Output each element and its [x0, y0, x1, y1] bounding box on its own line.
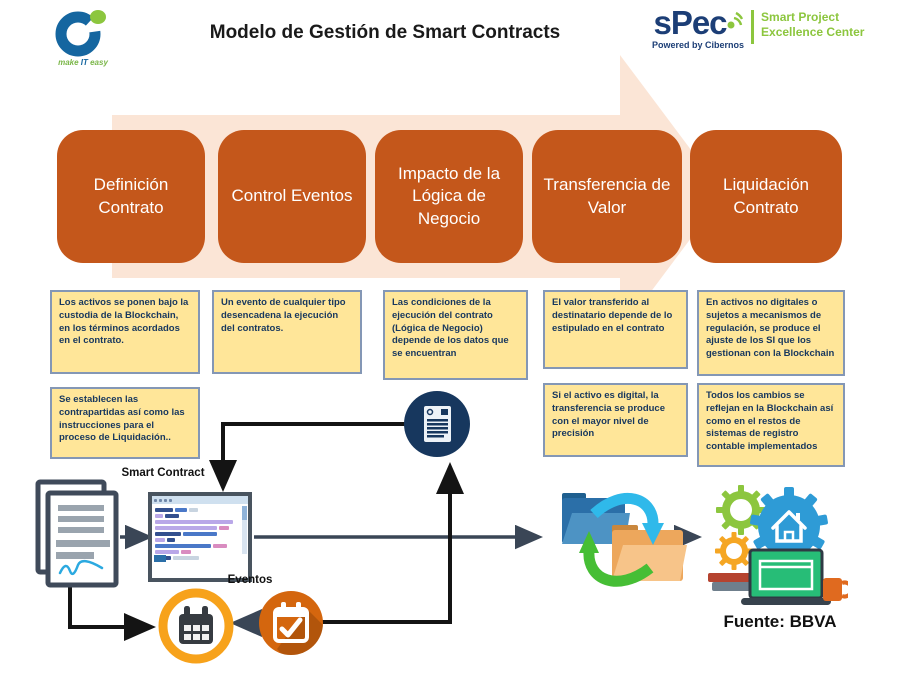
orange-gear: [715, 532, 753, 570]
cibernos-c-logo: make IT easy: [38, 6, 128, 67]
spec-tagline: Smart Project Excellence Center: [761, 10, 865, 39]
spec-divider: [751, 10, 755, 44]
c-logo-icon: [55, 6, 120, 57]
code-window-titlebar: [152, 496, 248, 504]
signal-dot-icon: [727, 11, 743, 29]
calendar-check-icon: [259, 591, 323, 655]
note-r1-logica: Las condiciones de la ejecución del cont…: [383, 290, 528, 380]
coffee-cup: [823, 578, 848, 601]
note-r2-liquidacion: Todos los cambios se reflejan en la Bloc…: [697, 383, 845, 467]
left-logo-tagline: make IT easy: [58, 58, 108, 67]
stage-definicion-contrato: Definición Contrato: [57, 130, 205, 263]
document-stack-icon: [35, 479, 119, 588]
fuente-bbva-label: Fuente: BBVA: [723, 612, 837, 631]
gears-laptop-icon: [708, 485, 848, 605]
eventos-label: Eventos: [227, 574, 273, 586]
folder-sync-icon: [562, 492, 687, 587]
stage-impacto-logica: Impacto de la Lógica de Negocio: [375, 130, 523, 263]
calendar-ring-icon: [158, 588, 234, 664]
stage-liquidacion-contrato: Liquidación Contrato: [690, 130, 842, 263]
note-r1-eventos: Un evento de cualquier tipo desencadena …: [212, 290, 362, 374]
spec-logo: sPec Powered by Cibernos Smart Project E…: [652, 4, 865, 50]
document-circle-icon: [404, 391, 470, 457]
green-gear: [716, 485, 766, 535]
stage-control-eventos: Control Eventos: [218, 130, 366, 263]
stage-transferencia-valor: Transferencia de Valor: [532, 130, 682, 263]
spec-powered-text: Powered by Cibernos: [652, 40, 745, 50]
laptop: [741, 548, 831, 605]
note-r2-definicion: Se establecen las contrapartidas así com…: [50, 387, 200, 459]
page-title: Modelo de Gestión de Smart Contracts: [209, 22, 561, 43]
smart-contract-label: Smart Contract: [121, 467, 205, 479]
code-window-scrollbar: [242, 506, 247, 554]
code-window-icon: [148, 492, 252, 582]
spec-wordmark: sPec: [653, 4, 727, 41]
note-r1-liquidacion: En activos no digitales o sujetos a meca…: [697, 290, 845, 376]
note-r1-definicion: Los activos se ponen bajo la custodia de…: [50, 290, 200, 374]
note-r1-transferencia: El valor transferido al destinatario dep…: [543, 290, 688, 369]
code-window-body: [152, 504, 248, 564]
note-r2-transferencia: Si el activo es digital, la transferenci…: [543, 383, 688, 457]
